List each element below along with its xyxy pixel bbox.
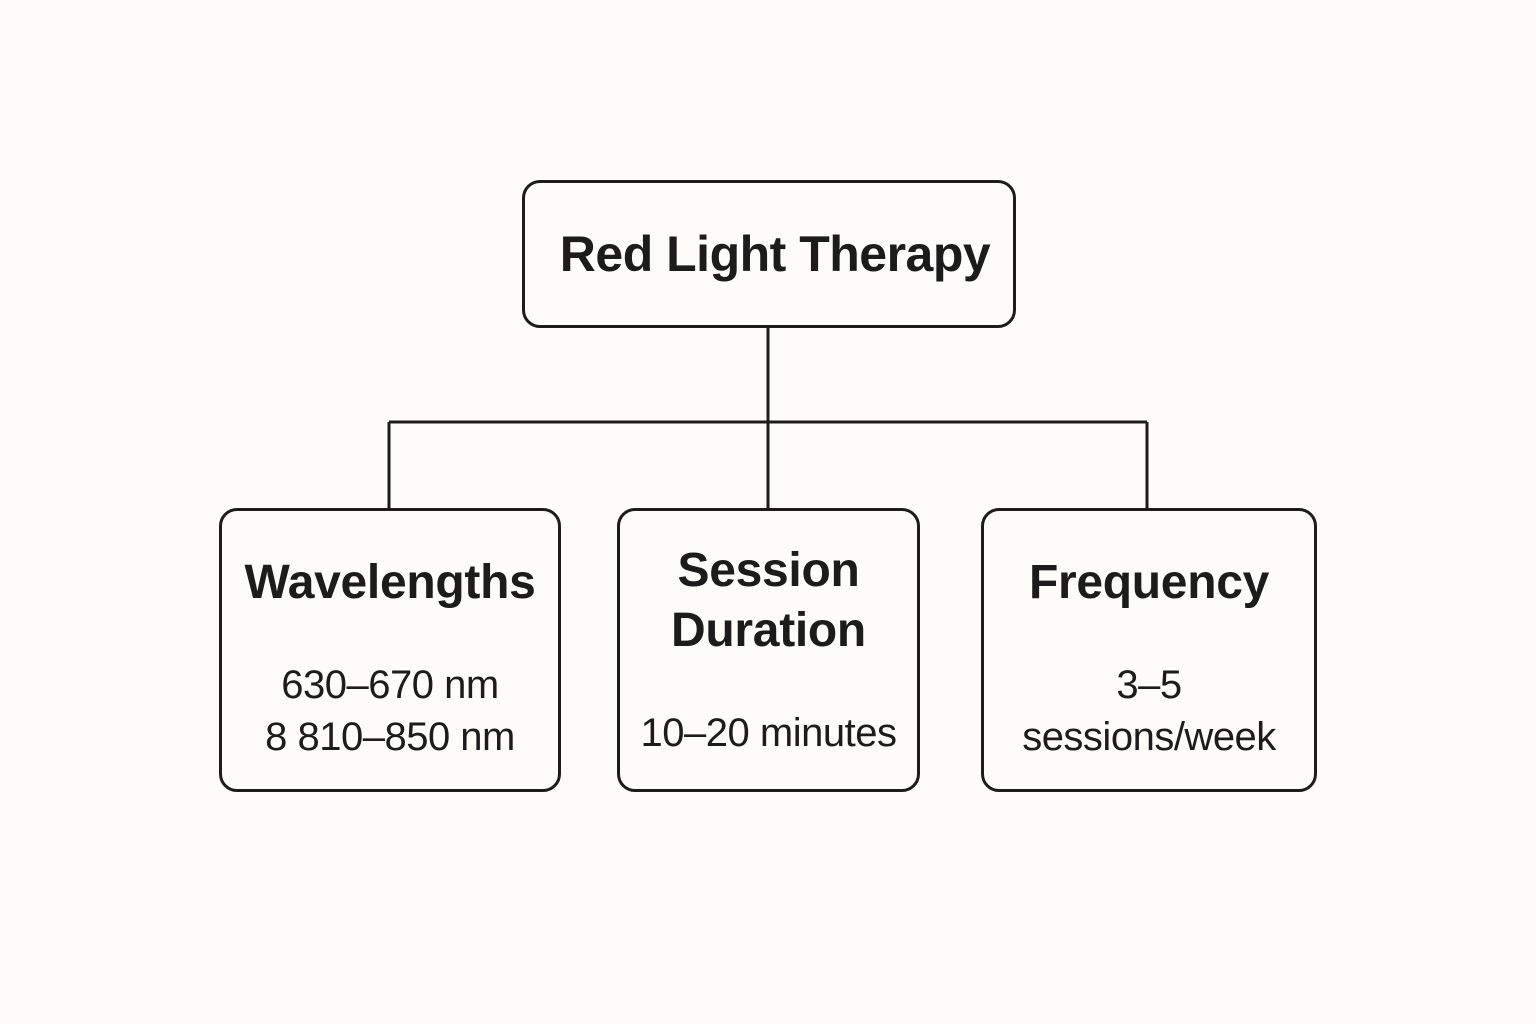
- wavelengths-title: Wavelengths: [244, 556, 536, 609]
- frequency-title: Frequency: [1028, 556, 1270, 609]
- session-duration-title-line-1: Session: [677, 544, 860, 597]
- session-duration-title-line-2: Duration: [671, 604, 866, 657]
- session-duration-line-1: 10–20 minutes: [640, 711, 897, 755]
- frequency-line-1: 3–5: [1116, 663, 1182, 707]
- frequency-line-2: sessions/week: [1022, 715, 1276, 759]
- wavelengths-values: 630–670 nm 8 810–850 nm: [265, 659, 515, 763]
- wavelengths-line-1: 630–670 nm: [281, 663, 499, 707]
- child-node-session-duration: Session Duration 10–20 minutes: [617, 508, 920, 792]
- root-node-red-light-therapy: Red Light Therapy: [522, 180, 1016, 328]
- root-node-label: Red Light Therapy: [559, 226, 991, 282]
- session-duration-title: Session Duration: [671, 541, 866, 661]
- child-node-wavelengths: Wavelengths 630–670 nm 8 810–850 nm: [219, 508, 561, 792]
- wavelengths-line-2: 8 810–850 nm: [265, 715, 515, 759]
- frequency-values: 3–5 sessions/week: [1022, 659, 1276, 763]
- child-node-frequency: Frequency 3–5 sessions/week: [981, 508, 1317, 792]
- session-duration-values: 10–20 minutes: [641, 707, 897, 759]
